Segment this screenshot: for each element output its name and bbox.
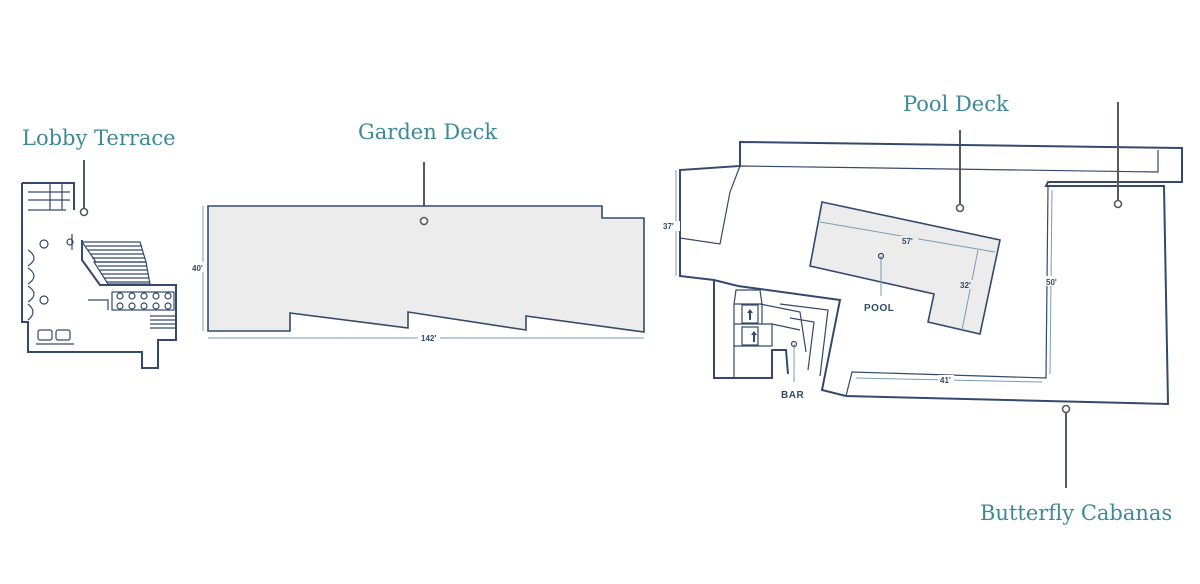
lobby-terrace[interactable]: Lobby Terrace <box>21 126 177 369</box>
lobby-lounge-seating <box>88 291 176 329</box>
pool-deck-inner-border <box>679 150 1159 245</box>
bar-pin <box>790 340 798 348</box>
restroom-icon <box>747 309 753 320</box>
lobby-door-arcs <box>27 249 35 321</box>
dim-label-bg <box>662 221 680 231</box>
pool[interactable]: 57' 32' POOL <box>809 201 1001 335</box>
garden-deck-outline <box>207 205 645 333</box>
pool-width: 32' <box>960 281 971 290</box>
restroom-icon <box>751 331 757 342</box>
dim-label-bg <box>900 236 918 245</box>
lobby-steps <box>80 241 151 285</box>
dim-label-bg <box>938 375 954 384</box>
pool-deck-pin <box>955 203 965 213</box>
garden-deck[interactable]: Garden Deck 142' 40' <box>192 120 645 343</box>
restroom-bar-block <box>713 280 829 382</box>
pool-outline <box>809 201 1001 335</box>
cabanas-top-pin <box>1113 199 1123 209</box>
garden-deck-title: Garden Deck <box>358 120 497 144</box>
lobby-inner-walls <box>28 183 73 250</box>
garden-deck-pin <box>419 216 429 226</box>
dim-label-bg <box>192 262 206 272</box>
cabanas-bottom-pin <box>1061 404 1071 414</box>
lobby-fixture <box>39 239 49 249</box>
bar-label: BAR <box>781 390 804 401</box>
lobby-terrace-outline <box>21 182 177 369</box>
pool-length: 57' <box>902 237 913 246</box>
dim-label-bg <box>958 280 974 289</box>
lobby-fixture <box>66 238 74 246</box>
restroom-box <box>741 304 759 324</box>
pool-width-line <box>961 249 979 331</box>
lobby-fixture <box>39 295 49 305</box>
dim-label-bg <box>1044 276 1062 286</box>
pool-deck-title: Pool Deck <box>903 92 1009 116</box>
pool-deck[interactable]: Pool Deck 50' 41' 37' 57' 32' POOL <box>662 92 1183 406</box>
butterfly-cabanas[interactable]: Butterfly Cabanas <box>980 102 1172 525</box>
pool-label-pin <box>877 252 885 260</box>
cabanas-depth: 50' <box>1046 278 1057 287</box>
lobby-terrace-pin <box>79 207 89 217</box>
restroom-box <box>741 326 759 346</box>
lobby-terrace-title: Lobby Terrace <box>22 126 176 150</box>
pool-label: POOL <box>864 303 894 314</box>
pool-deck-width: 37' <box>663 222 674 231</box>
pool-deck-lower-width: 41' <box>940 376 951 385</box>
dim-label-bg <box>418 333 440 342</box>
lobby-tables <box>36 329 74 345</box>
butterfly-cabanas-title: Butterfly Cabanas <box>980 501 1172 525</box>
garden-deck-width: 40' <box>192 264 203 273</box>
garden-deck-length: 142' <box>421 334 436 343</box>
